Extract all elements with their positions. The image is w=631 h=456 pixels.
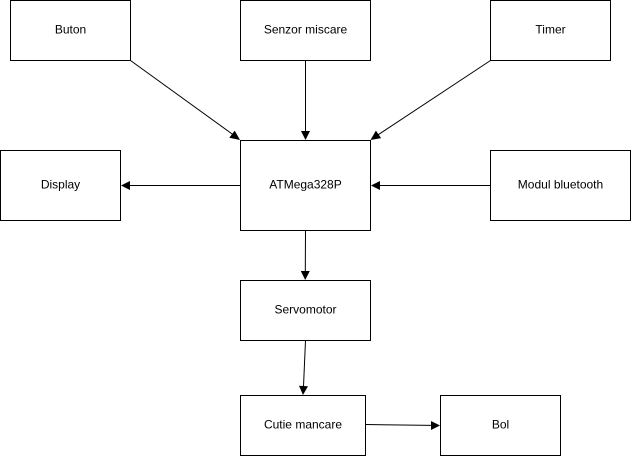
block-senzor-miscare[interactable]: Senzor miscare xyxy=(240,0,371,61)
block-atmega328p[interactable]: ATMega328P xyxy=(240,140,371,231)
block-display-label: Display xyxy=(41,178,80,192)
block-buton[interactable]: Buton xyxy=(10,0,131,61)
block-timer[interactable]: Timer xyxy=(490,0,611,61)
block-servomotor-label: Servomotor xyxy=(274,303,336,317)
block-senzor-miscare-label: Senzor miscare xyxy=(264,23,348,37)
block-bol-label: Bol xyxy=(492,418,509,432)
arrowhead xyxy=(431,421,440,430)
connector-bluetooth-to-atmega xyxy=(371,181,491,190)
arrowhead xyxy=(301,131,310,140)
connector-senzor-to-atmega xyxy=(301,60,310,140)
block-cutie-mancare[interactable]: Cutie mancare xyxy=(240,395,366,456)
arrowhead xyxy=(370,130,382,140)
arrowhead xyxy=(229,130,240,140)
arrowhead xyxy=(299,385,308,395)
block-display[interactable]: Display xyxy=(0,150,121,221)
arrowhead xyxy=(371,181,380,190)
block-modul-bluetooth[interactable]: Modul bluetooth xyxy=(490,150,631,221)
connector-servomotor-to-cutie xyxy=(299,340,308,395)
block-modul-bluetooth-label: Modul bluetooth xyxy=(518,178,603,192)
connector-timer-to-atmega xyxy=(370,60,491,140)
block-timer-label: Timer xyxy=(535,23,565,37)
block-cutie-mancare-label: Cutie mancare xyxy=(264,418,342,432)
connector-cutie-to-bol xyxy=(365,421,440,430)
block-servomotor[interactable]: Servomotor xyxy=(240,280,371,341)
connector-buton-to-atmega xyxy=(130,60,240,140)
connector-atmega-to-servomotor xyxy=(300,230,310,280)
arrowhead xyxy=(121,181,130,190)
block-atmega328p-label: ATMega328P xyxy=(269,178,342,192)
connector-atmega-to-display xyxy=(121,181,241,190)
arrowhead xyxy=(300,271,310,280)
block-bol[interactable]: Bol xyxy=(440,395,561,456)
block-buton-label: Buton xyxy=(55,23,86,37)
